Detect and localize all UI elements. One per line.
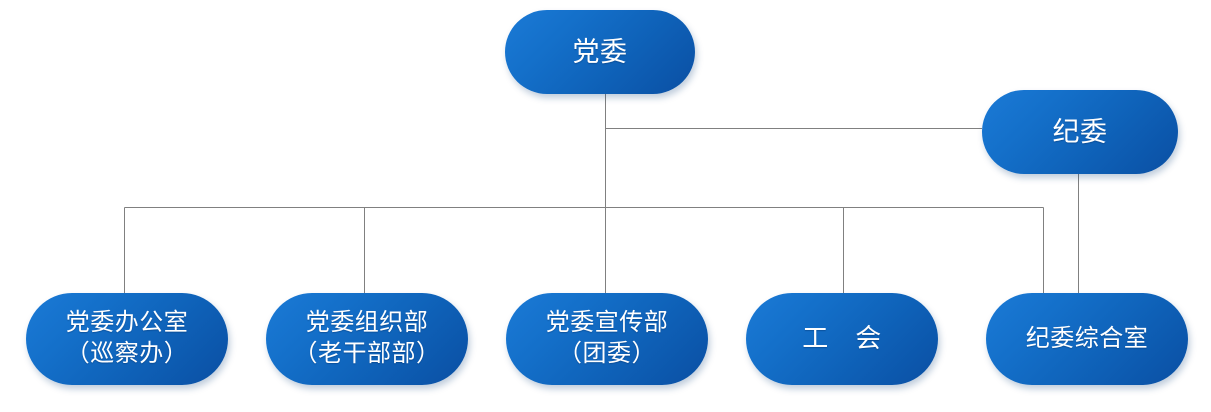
node-labor-union-label: 工 会: [802, 324, 882, 354]
node-discipline-office-label: 纪委综合室: [1025, 325, 1149, 352]
node-party-committee[interactable]: 党委: [505, 10, 695, 94]
node-party-office[interactable]: 党委办公室 （巡察办）: [26, 293, 228, 385]
node-organization-dept[interactable]: 党委组织部 （老干部部）: [266, 293, 468, 385]
node-discipline-committee[interactable]: 纪委: [982, 90, 1178, 174]
node-propaganda-dept[interactable]: 党委宣传部 （团委）: [506, 293, 708, 385]
node-labor-union[interactable]: 工 会: [746, 293, 938, 385]
node-discipline-committee-label: 纪委: [1052, 116, 1108, 147]
node-party-committee-label: 党委: [572, 36, 628, 67]
node-propaganda-dept-label: 党委宣传部 （团委）: [545, 310, 669, 367]
node-party-office-label: 党委办公室 （巡察办）: [65, 310, 189, 367]
node-organization-dept-label: 党委组织部 （老干部部）: [293, 310, 441, 367]
node-discipline-office[interactable]: 纪委综合室: [986, 293, 1188, 385]
